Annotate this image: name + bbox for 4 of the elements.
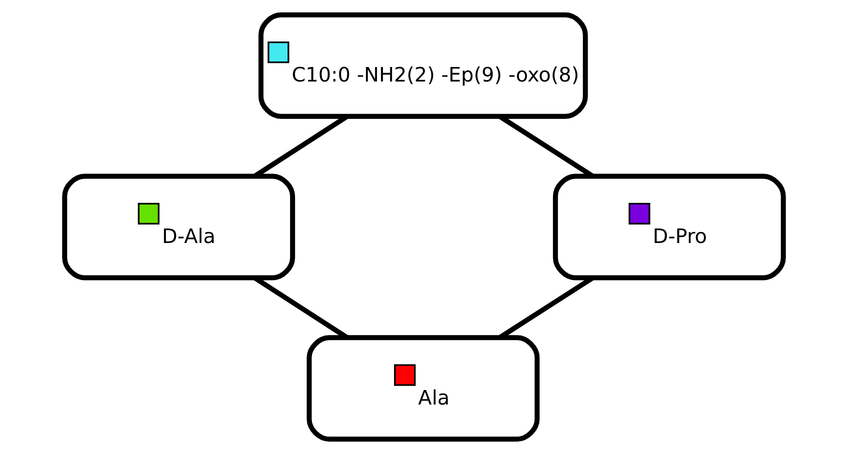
node-box: D-Ala — [62, 174, 295, 280]
node-box: D-Pro — [552, 174, 786, 280]
node-box: C10:0 -NH2(2) -Ep(9) -oxo(8) — [258, 12, 588, 119]
node-box: Ala — [306, 335, 540, 442]
